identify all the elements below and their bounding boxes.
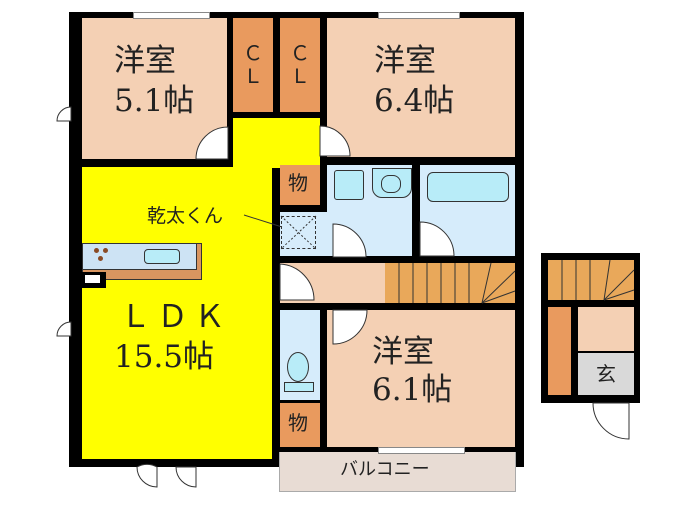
storage-1 xyxy=(280,165,320,205)
room-name-bedroom-6-4: 洋室 xyxy=(374,43,436,79)
door-bedroom-6-4[interactable] xyxy=(319,125,351,157)
closet-2 xyxy=(280,18,320,112)
room-size-bedroom-5-1: 5.1帖 xyxy=(114,83,195,119)
room-ldk-hall xyxy=(233,118,320,168)
door-bedroom-6-1[interactable] xyxy=(332,309,368,345)
toilet-bowl-icon xyxy=(381,175,401,193)
toilet-icon xyxy=(287,352,309,382)
dryer-icon xyxy=(281,216,316,249)
door-ldk-side[interactable] xyxy=(56,321,72,344)
entrance-stairs-lines xyxy=(561,259,635,301)
window-bedroom-6-4[interactable] xyxy=(378,12,460,19)
bathtub-icon xyxy=(427,172,509,202)
stairs xyxy=(385,263,515,303)
entrance-genkan xyxy=(578,353,634,395)
entrance-label: 玄 xyxy=(596,362,616,386)
storage-1-label: 物 xyxy=(288,171,308,195)
closet-1-label: Ｃ Ｌ xyxy=(243,41,263,88)
room-bedroom-6-4 xyxy=(327,18,515,157)
door-ldk-bottom-1[interactable] xyxy=(136,463,158,489)
door-hallway[interactable] xyxy=(279,263,315,301)
room-size-bedroom-6-4: 6.4帖 xyxy=(374,83,455,119)
room-name-bedroom-5-1: 洋室 xyxy=(114,43,176,79)
storage-2-label: 物 xyxy=(288,411,308,435)
window-bedroom-6-1[interactable] xyxy=(378,447,465,454)
fridge-inner xyxy=(85,275,100,283)
stove-icon xyxy=(94,248,109,263)
entrance-hall xyxy=(578,307,634,351)
dryer-leader-line xyxy=(243,214,283,228)
stairs-lines xyxy=(398,262,516,304)
window-bedroom-5-1[interactable] xyxy=(133,12,210,19)
storage-2 xyxy=(280,403,320,447)
entrance-door[interactable] xyxy=(592,402,630,440)
room-name-ldk: ＬＤＫ xyxy=(120,299,231,335)
closet-1 xyxy=(233,18,273,112)
balcony-label: バルコニー xyxy=(340,459,430,480)
balcony xyxy=(279,452,516,492)
door-ldk-bottom-2[interactable] xyxy=(175,466,197,489)
dryer-annotation: 乾太くん xyxy=(147,205,224,227)
room-size-ldk: 15.5帖 xyxy=(114,339,215,375)
washbasin-icon xyxy=(334,170,364,200)
entrance-shoe-closet xyxy=(548,307,571,395)
room-name-bedroom-6-1: 洋室 xyxy=(372,334,434,370)
room-size-bedroom-6-1: 6.1帖 xyxy=(372,372,453,408)
room-ldk xyxy=(82,167,272,459)
dryer-cross xyxy=(280,215,317,250)
door-ldk-exterior-left[interactable] xyxy=(56,106,72,129)
door-bath[interactable] xyxy=(419,221,455,257)
sink-icon xyxy=(144,249,180,264)
door-bedroom-5-1[interactable] xyxy=(195,126,229,160)
door-washroom[interactable] xyxy=(332,223,367,258)
toilet-tank-icon xyxy=(284,382,314,392)
closet-2-label: Ｃ Ｌ xyxy=(290,41,310,88)
room-bedroom-5-1 xyxy=(82,18,227,159)
